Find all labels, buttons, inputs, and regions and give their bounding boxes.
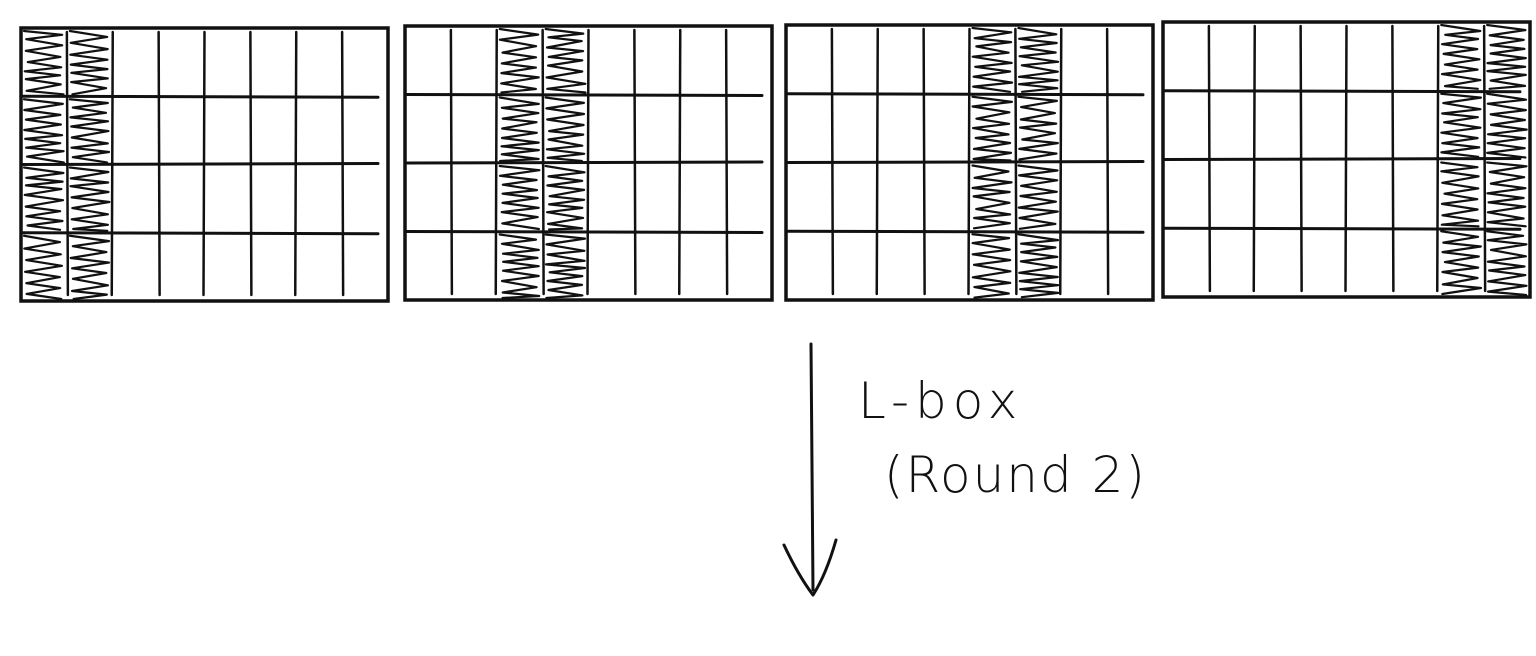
shaded-cell [1017,26,1060,93]
grid-line-horizontal [786,92,1145,97]
shaded-cell [22,29,65,96]
shaded-cell [971,26,1014,93]
panels [19,20,1532,303]
grid-line-horizontal [1163,89,1522,94]
shaded-cell [1440,23,1482,90]
shaded-cell [498,233,541,300]
shaded-cell [1486,161,1528,228]
grid-line-horizontal [21,94,380,99]
grid-line-horizontal [786,229,1145,234]
shaded-cell [544,27,587,94]
shaded-cell [68,29,109,96]
panel-4 [1161,20,1532,299]
shaded-cell [68,98,111,164]
shaded-cell [1440,161,1480,228]
grid-line-horizontal [405,160,764,165]
shaded-cell [1486,92,1528,159]
shaded-cell [498,96,540,163]
shaded-cell [68,166,111,232]
shaded-cell [22,234,63,301]
panel-2 [403,24,774,302]
shaded-cell [1486,230,1528,297]
shaded-cell [498,164,541,231]
lbox-label: L-box [858,372,1024,430]
grid-line-horizontal [21,231,380,236]
panel-border [1161,20,1532,299]
shaded-cell [544,164,586,231]
round-label: (Round 2) [884,446,1147,504]
shaded-cell [1017,233,1060,299]
panel-1 [19,26,390,303]
panel-border [784,23,1155,302]
shaded-cell [1440,230,1483,296]
shaded-cell [1017,164,1059,230]
arrow-head [782,538,838,597]
panel-3 [784,23,1155,302]
shaded-cell [544,96,586,163]
shaded-cell [22,166,65,231]
arrow-shaft [809,342,815,592]
down-arrow [782,342,838,597]
shaded-cell [22,98,65,164]
shaded-cell [68,234,111,301]
shaded-cell [1017,95,1059,161]
shaded-cell [971,164,1013,230]
grid-line-horizontal [405,93,764,97]
shaded-cell [498,27,540,94]
shaded-cell [544,233,587,300]
grid-line-horizontal [405,230,764,234]
shaded-cell [971,95,1013,162]
shaded-cell [1440,92,1482,158]
grid-line-horizontal [21,162,380,166]
shaded-cell [971,233,1012,299]
grid-line-horizontal [786,160,1145,164]
grid-line-horizontal [1163,226,1522,231]
panel-border [403,24,774,302]
grid-line-horizontal [1163,157,1522,161]
panel-border [19,26,390,303]
shaded-cell [1486,23,1527,90]
